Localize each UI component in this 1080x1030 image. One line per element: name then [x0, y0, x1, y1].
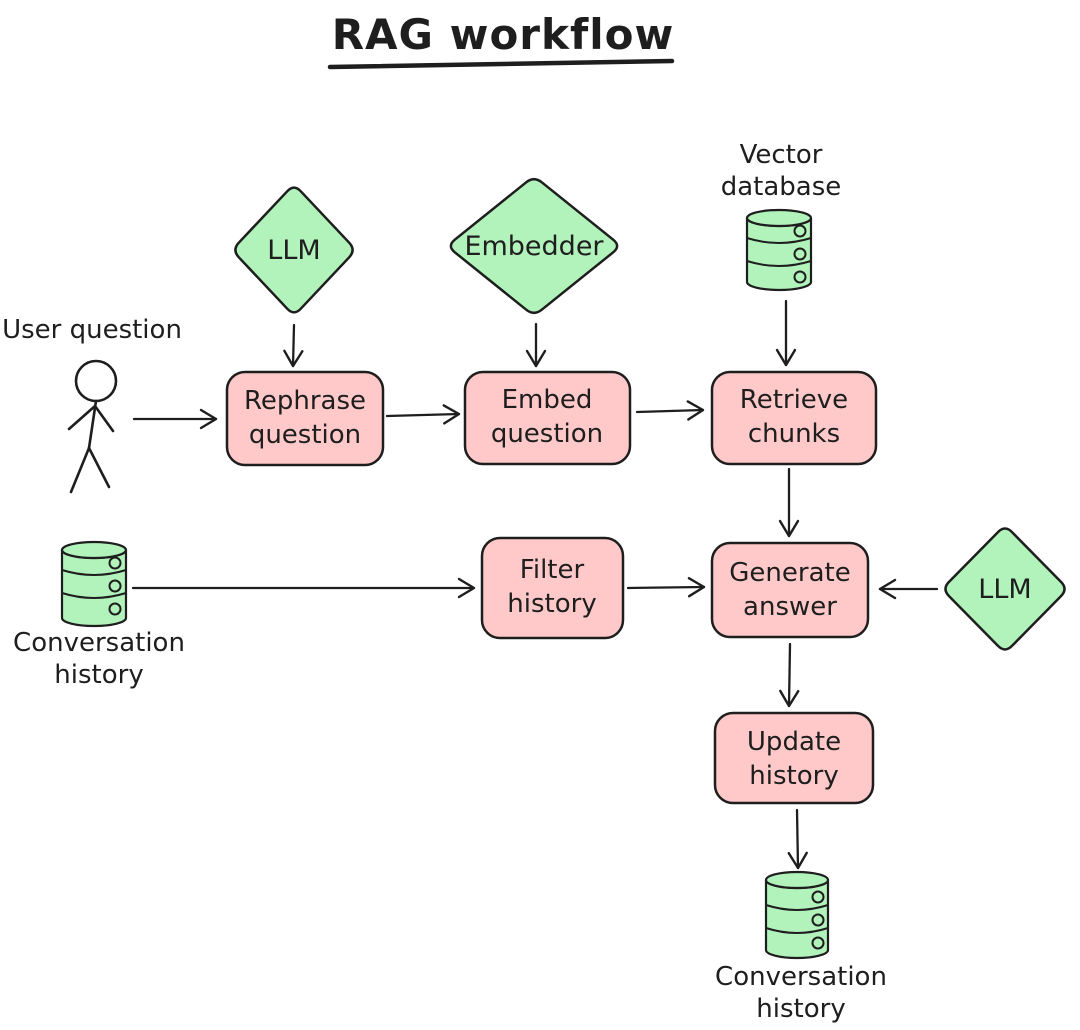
retrieve-label-line1: Retrieve	[740, 385, 848, 415]
filter-label-line2: history	[507, 589, 596, 619]
arrow-embed-to-retrieve	[635, 400, 705, 421]
conversation-history-left-node: Conversation history	[13, 540, 185, 690]
vector-database-node: Vector database	[721, 140, 842, 292]
process-box	[710, 541, 870, 639]
llm-top-label: LLM	[267, 235, 320, 266]
user-question-label: User question	[2, 315, 182, 345]
database-cylinder-icon	[764, 870, 830, 960]
database-cylinder-icon	[745, 208, 813, 292]
diamond-shape-icon	[944, 527, 1066, 651]
diagram-title: RAG workflow	[327, 10, 675, 70]
embedder-label: Embedder	[464, 231, 604, 262]
conversation-left-label-line1: Conversation	[13, 628, 185, 658]
rephrase-label-line1: Rephrase	[244, 386, 366, 416]
process-box	[225, 370, 385, 467]
llm-right-diamond: LLM	[944, 527, 1066, 651]
llm-top-diamond: LLM	[234, 186, 354, 314]
page-title: RAG workflow	[332, 10, 675, 59]
vector-db-label-line1: Vector	[740, 140, 823, 170]
arrow-update-to-conversationdb	[787, 808, 808, 870]
filter-history-node: Filter history	[480, 536, 625, 640]
update-history-node: Update history	[713, 711, 875, 805]
process-box	[710, 370, 878, 466]
conversation-history-bottom-node: Conversation history	[715, 870, 887, 1024]
process-box	[713, 711, 875, 805]
rephrase-question-node: Rephrase question	[225, 370, 385, 467]
conversation-bottom-label-line2: history	[756, 994, 845, 1024]
stick-figure-icon	[67, 359, 118, 494]
conversation-bottom-label-line1: Conversation	[715, 962, 887, 992]
embed-label-line1: Embed	[502, 385, 593, 415]
arrow-generate-to-update	[779, 642, 800, 708]
diamond-shape-icon	[234, 186, 354, 314]
filter-label-line1: Filter	[520, 555, 585, 585]
arrow-llm-top-to-rephrase	[283, 323, 304, 368]
generate-label-line2: answer	[743, 592, 837, 622]
retrieve-label-line2: chunks	[748, 419, 840, 449]
embed-question-node: Embed question	[463, 370, 632, 466]
retrieve-chunks-node: Retrieve chunks	[710, 370, 878, 466]
generate-label-line1: Generate	[729, 558, 850, 588]
database-cylinder-icon	[60, 540, 128, 628]
update-label-line1: Update	[747, 727, 841, 757]
embedder-diamond: Embedder	[449, 177, 619, 315]
process-box	[480, 536, 625, 640]
rephrase-label-line2: question	[249, 420, 361, 450]
arrow-rephrase-to-embed	[385, 404, 461, 425]
title-underline	[327, 58, 675, 70]
process-box	[463, 370, 632, 466]
diamond-shape-icon	[449, 177, 619, 315]
generate-answer-node: Generate answer	[710, 541, 870, 639]
conversation-left-label-line2: history	[54, 660, 143, 690]
user-actor: User question	[2, 315, 182, 494]
llm-right-label: LLM	[978, 574, 1031, 605]
embed-label-line2: question	[491, 419, 603, 449]
vector-db-label-line2: database	[721, 172, 842, 202]
update-label-line2: history	[749, 761, 838, 791]
arrow-filter-to-generate	[626, 576, 706, 598]
